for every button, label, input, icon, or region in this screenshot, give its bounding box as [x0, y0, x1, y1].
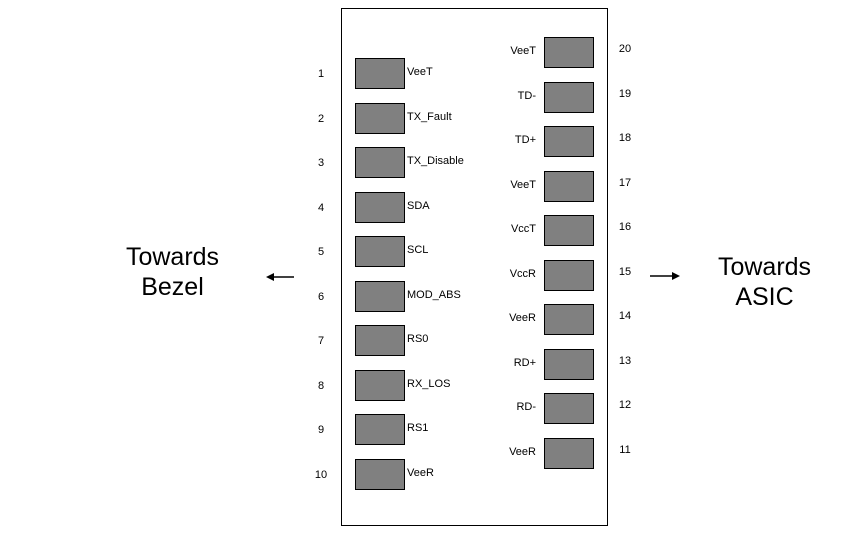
pin-pad [355, 414, 405, 445]
pin-pad [544, 81, 594, 113]
pin-label: TD- [517, 89, 536, 102]
pin-pad [544, 348, 594, 380]
pin-pad [355, 280, 405, 312]
pin-number: 6 [317, 290, 325, 303]
pin-label: TD+ [514, 134, 536, 146]
pin-label: VccT [510, 223, 536, 235]
pin-number: 11 [619, 443, 631, 456]
pin-label: TX_Fault [407, 110, 452, 123]
left-arrow-icon [266, 273, 294, 281]
pin-label: VccR [509, 267, 536, 280]
pin-pad [544, 126, 594, 157]
pin-pad [355, 458, 405, 490]
pin-label: RS1 [407, 422, 429, 434]
pin-pad [544, 304, 594, 335]
pin-label: RS0 [407, 333, 429, 345]
pin-number: 7 [317, 335, 325, 347]
pin-pad [544, 259, 594, 291]
pin-pad [544, 437, 594, 469]
pin-number: 19 [618, 87, 632, 100]
pin-pad [355, 191, 405, 223]
pin-label: VeeT [407, 66, 433, 78]
pin-number: 1 [317, 68, 325, 80]
pin-number: 12 [618, 399, 632, 411]
pin-pad [355, 147, 405, 178]
connector-outline [341, 8, 608, 526]
pin-pad [544, 37, 594, 68]
pin-label: VeeT [510, 45, 536, 57]
pin-number: 10 [314, 468, 328, 481]
pin-pad [355, 236, 405, 267]
pin-label: SDA [407, 199, 430, 212]
pin-pad [544, 393, 594, 424]
pin-number: 2 [317, 112, 325, 125]
pin-number: 20 [618, 43, 632, 55]
pin-pad [355, 325, 405, 356]
pin-number: 13 [618, 354, 632, 367]
pin-number: 8 [317, 379, 325, 392]
pin-number: 17 [618, 176, 632, 189]
towards-asic-line2: ASIC [735, 283, 794, 311]
pin-label: VeeR [509, 445, 536, 458]
pin-label: RD- [516, 401, 536, 413]
pin-number: 14 [618, 310, 632, 322]
pin-number: 5 [317, 246, 325, 258]
pin-pad [355, 58, 405, 89]
pin-label: VeeR [407, 466, 434, 479]
pin-number: 16 [618, 221, 632, 233]
pin-number: 15 [618, 265, 632, 278]
towards-bezel-line1: Towards [125, 243, 220, 271]
pin-pad [544, 215, 594, 246]
pin-pad [544, 170, 594, 202]
towards-bezel-label: Towards Bezel [100, 242, 245, 302]
pin-label: RX_LOS [407, 377, 451, 390]
pin-pad [355, 102, 405, 134]
pin-pad [355, 369, 405, 401]
pin-label: VeeR [509, 312, 536, 324]
right-arrow-icon [650, 272, 680, 280]
pin-label: RD+ [513, 356, 536, 369]
pin-number: 3 [317, 157, 325, 169]
pin-label: TX_Disable [407, 155, 464, 167]
towards-asic-line1: Towards [717, 253, 812, 281]
pin-label: SCL [407, 244, 429, 256]
pin-number: 9 [317, 424, 325, 436]
pin-label: VeeT [510, 178, 536, 191]
pin-label: MOD_ABS [407, 288, 461, 301]
towards-asic-label: Towards ASIC [692, 252, 837, 312]
pin-number: 4 [317, 201, 325, 214]
pin-number: 18 [618, 132, 632, 144]
towards-bezel-line2: Bezel [141, 273, 204, 301]
